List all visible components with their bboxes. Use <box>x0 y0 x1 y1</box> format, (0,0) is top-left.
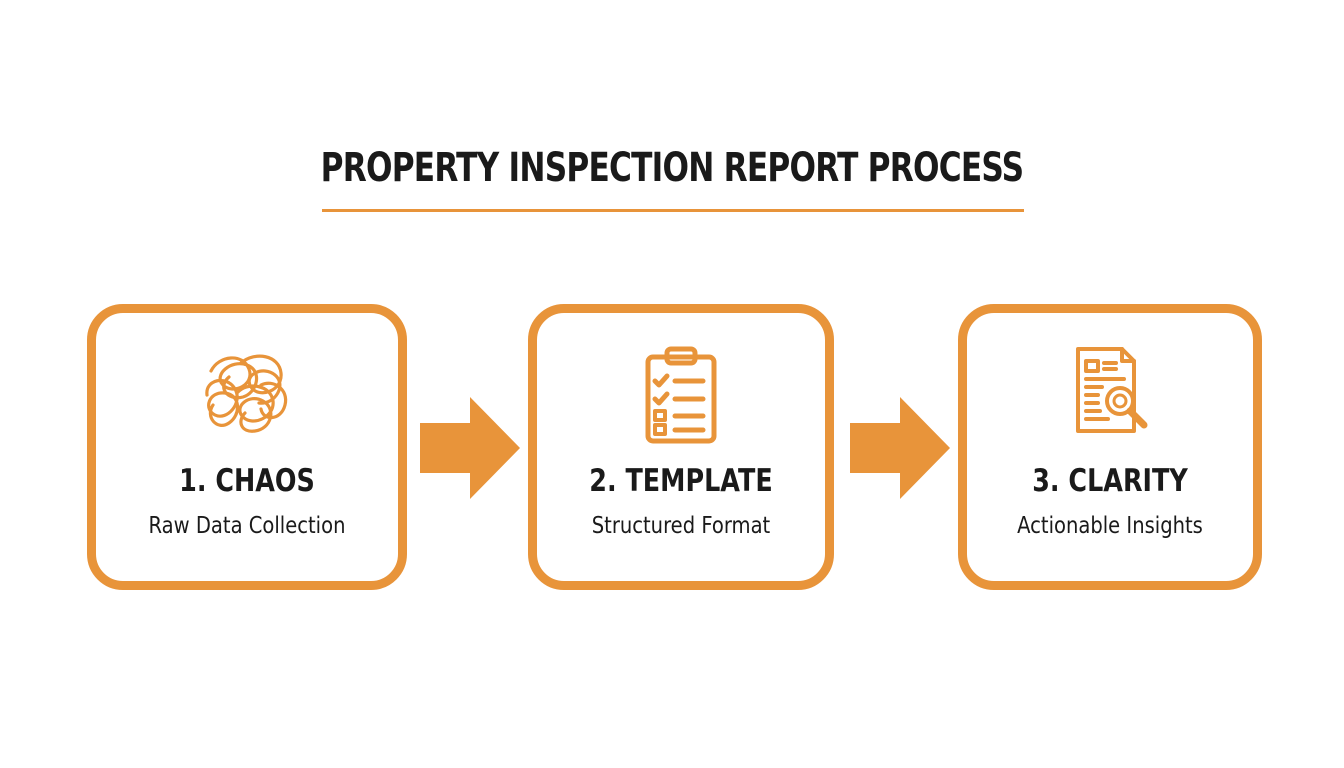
step-template: 2. TEMPLATE Structured Format <box>528 304 834 590</box>
step-title: 3. CLARITY <box>1032 463 1188 499</box>
document-magnifier-icon <box>967 345 1253 437</box>
title-underline <box>322 209 1024 212</box>
step-title: 2. TEMPLATE <box>589 463 773 499</box>
arrow-right-icon <box>420 397 520 499</box>
step-subtitle: Raw Data Collection <box>148 513 346 539</box>
step-title: 1. CHAOS <box>179 463 315 499</box>
step-chaos: 1. CHAOS Raw Data Collection <box>87 304 407 590</box>
step-clarity: 3. CLARITY Actionable Insights <box>958 304 1262 590</box>
tangled-scribble-icon <box>96 345 398 437</box>
step-subtitle: Actionable Insights <box>1017 513 1203 539</box>
clipboard-checklist-icon <box>537 345 825 444</box>
diagram-title: PROPERTY INSPECTION REPORT PROCESS <box>320 145 1025 191</box>
arrow-right-icon <box>850 397 950 499</box>
step-subtitle: Structured Format <box>591 513 771 539</box>
